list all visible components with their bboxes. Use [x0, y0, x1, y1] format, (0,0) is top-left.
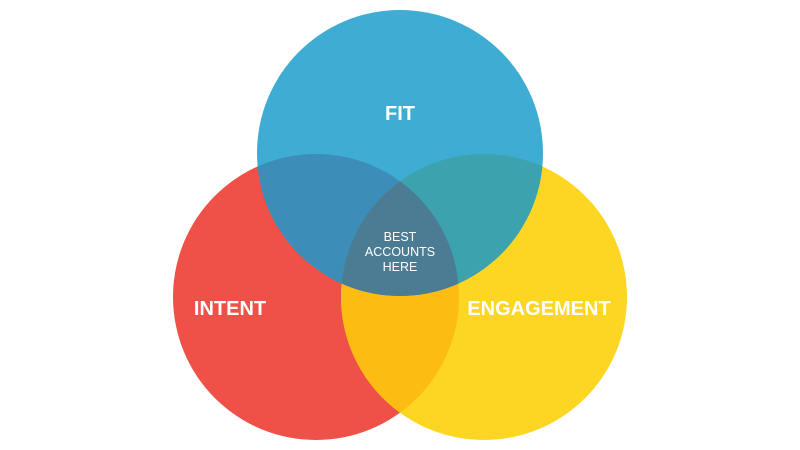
center-label-line-3: HERE	[383, 260, 418, 274]
center-label-line-1: BEST	[384, 230, 417, 244]
engagement-label: ENGAGEMENT	[467, 298, 610, 320]
center-label: BEST ACCOUNTS HERE	[365, 230, 435, 274]
center-label-line-2: ACCOUNTS	[365, 245, 435, 259]
fit-label: FIT	[385, 103, 415, 125]
center-overlap	[341, 154, 459, 296]
intent-label: INTENT	[194, 298, 266, 320]
